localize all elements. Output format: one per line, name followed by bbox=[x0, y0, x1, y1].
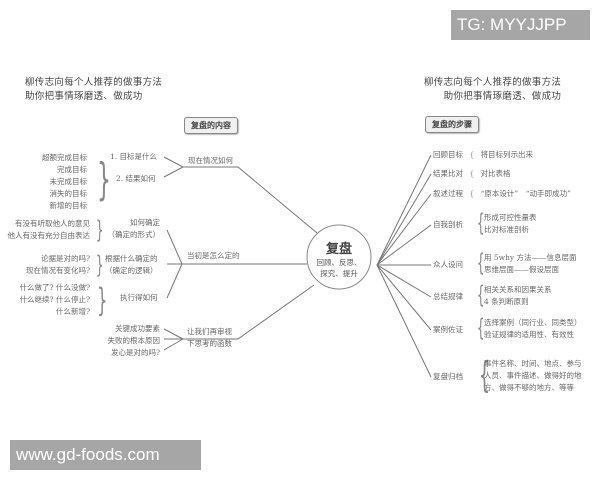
brace-icon: } bbox=[95, 251, 104, 279]
detail-item: 什么新增? bbox=[55, 307, 90, 316]
watermark-top-right: TG: MYYJJPP bbox=[451, 10, 590, 40]
left-branch-2-child-1-details: 有没有听取他人的意见 他人有没有充分自由表达 bbox=[5, 218, 91, 242]
left-branch-2-child-3-details: 什么做了? 什么没做? 什么继续? 什么停止? 什么新增? bbox=[5, 282, 90, 318]
detail-item: 有没有听取他人的意见 bbox=[15, 219, 90, 228]
center-sub1: 回顾、反思、 bbox=[316, 258, 362, 267]
branch-label: 结果比对 bbox=[433, 169, 463, 178]
center-circle bbox=[306, 224, 372, 290]
right-heading-line1: 柳传志向每个人推荐的做事方法 bbox=[424, 77, 562, 88]
detail-item: 什么继续? 什么停止? bbox=[19, 295, 90, 304]
left-branch-2-child-1: 如何确定 （确定的形式） bbox=[100, 217, 161, 241]
child-item: 发心是对的吗? bbox=[110, 348, 160, 357]
center-title: 复盘 bbox=[325, 242, 352, 257]
right-section-title: 复盘的步骤 bbox=[425, 116, 479, 133]
left-branch-3-children: 关键成功要素 失败的根本原因 发心是对的吗? bbox=[80, 323, 161, 359]
child-item: 关键成功要素 bbox=[115, 324, 160, 333]
detail-item: 未完成目标 bbox=[49, 177, 88, 186]
right-branch-7-details: 选择案例（同行业、同类型） 验证规律的适用性、有效性 bbox=[484, 317, 582, 341]
detail-item: 新增的目标 bbox=[49, 201, 88, 210]
brace-icon: } bbox=[95, 216, 104, 244]
branch-label-line2: 下思考的函数 bbox=[187, 339, 232, 348]
child-label: 如何确定 bbox=[130, 218, 160, 227]
detail-item: 形成可控性量表 bbox=[484, 213, 537, 222]
detail-item: 思维层面——假设层面 bbox=[484, 265, 559, 274]
detail-item: “原本设计” “动手即成功” bbox=[480, 189, 571, 198]
branch-label: 叙述过程 bbox=[433, 189, 463, 198]
left-branch-1-child-2: 2. 结果如何 bbox=[116, 174, 156, 183]
center-sub2: 探究、提升 bbox=[320, 269, 358, 278]
detail-item: 对比表格 bbox=[480, 169, 511, 178]
center-node: 复盘 回顾、反思、 探究、提升 bbox=[307, 238, 371, 279]
child-label: 根据什么确定的 bbox=[105, 254, 158, 263]
child-sublabel: （确定的形式） bbox=[107, 230, 161, 239]
brace-icon: } bbox=[97, 281, 108, 319]
child-item: 失败的根本原因 bbox=[107, 336, 161, 345]
watermark-bottom-left: www.gd-foods.com bbox=[10, 440, 201, 470]
left-branch-2-label: 当初是怎么定的 bbox=[187, 251, 240, 260]
brace-icon: { bbox=[469, 189, 475, 198]
brace-icon: { bbox=[476, 209, 485, 237]
left-branch-3-label: 让我们再审视 下思考的函数 bbox=[187, 326, 232, 350]
detail-item: 什么做了? 什么没做? bbox=[19, 283, 90, 292]
right-branch-8-details: 事件名称、时间、地点、参与 人员、事件描述、做得好的地 方、做得不够的地方、等等 bbox=[484, 358, 582, 394]
detail-item: 比对标准剖析 bbox=[484, 225, 529, 234]
brace-icon: { bbox=[476, 281, 485, 309]
right-branch-5-label: 众人设问 bbox=[433, 260, 463, 269]
detail-item: 用 5why 方法——信息层面 bbox=[484, 253, 577, 262]
left-section-title: 复盘的内容 bbox=[184, 117, 238, 134]
brace-icon: } bbox=[97, 154, 111, 205]
left-heading-line1: 柳传志向每个人推荐的做事方法 bbox=[25, 77, 163, 88]
branch-label: 回顾目标 bbox=[433, 150, 463, 159]
detail-item: 方、做得不够的地方、等等 bbox=[484, 383, 574, 392]
left-heading-line2: 助你把事情琢磨透、做成功 bbox=[25, 91, 143, 102]
detail-item: 他人有没有充分自由表达 bbox=[7, 231, 91, 240]
detail-item: 将目标列示出来 bbox=[480, 150, 534, 159]
detail-item: 超额完成目标 bbox=[42, 153, 87, 162]
branch-label-line1: 让我们再审视 bbox=[187, 327, 232, 336]
right-branch-3: 叙述过程 { “原本设计” “动手即成功” bbox=[433, 188, 571, 200]
detail-item: 现在情况有变化吗? bbox=[25, 266, 90, 275]
right-branch-6-label: 总结规律 bbox=[433, 292, 463, 301]
detail-item: 完成目标 bbox=[57, 165, 87, 174]
brace-icon: { bbox=[469, 150, 475, 159]
brace-icon: { bbox=[476, 314, 485, 342]
left-heading: 柳传志向每个人推荐的做事方法 助你把事情琢磨透、做成功 bbox=[25, 76, 162, 104]
left-branch-2-child-2-details: 论据是对的吗? 现在情况有变化吗? bbox=[5, 253, 90, 277]
left-branch-1-child-1: 1. 目标是什么 bbox=[110, 152, 158, 161]
child-sublabel: （确定的逻辑） bbox=[105, 266, 158, 275]
detail-item: 事件名称、时间、地点、参与 bbox=[484, 359, 582, 368]
right-branch-4-details: 形成可控性量表 比对标准剖析 bbox=[484, 212, 537, 236]
right-branch-8-label: 复盘归档 bbox=[433, 372, 463, 381]
left-branch-2-child-2: 根据什么确定的 （确定的逻辑） bbox=[105, 253, 158, 277]
right-branch-1: 回顾目标 { 将目标列示出来 bbox=[433, 149, 533, 161]
right-heading-line2: 助你把事情琢磨透、做成功 bbox=[443, 91, 562, 102]
brace-icon: { bbox=[469, 169, 475, 178]
brace-icon: { bbox=[478, 355, 491, 396]
detail-item: 消失的目标 bbox=[49, 189, 88, 198]
right-branch-5-details: 用 5why 方法——信息层面 思维层面——假设层面 bbox=[484, 252, 577, 276]
detail-item: 相关关系和因果关系 bbox=[484, 285, 552, 294]
detail-item: 4 条判断原则 bbox=[484, 297, 529, 306]
right-branch-6-details: 相关关系和因果关系 4 条判断原则 bbox=[484, 284, 552, 308]
detail-item: 论据是对的吗? bbox=[40, 254, 90, 263]
detail-item: 人员、事件描述、做得好的地 bbox=[484, 371, 582, 380]
detail-item: 验证规律的适用性、有效性 bbox=[484, 330, 574, 339]
detail-item: 选择案例（同行业、同类型） bbox=[484, 318, 582, 327]
right-branch-7-label: 案例佐证 bbox=[433, 325, 463, 334]
left-branch-2-child-3: 执行得如何 bbox=[120, 293, 158, 302]
right-heading: 柳传志向每个人推荐的做事方法 助你把事情琢磨透、做成功 bbox=[424, 76, 561, 104]
left-branch-1-details: 超额完成目标 完成目标 未完成目标 消失的目标 新增的目标 bbox=[25, 152, 87, 212]
right-branch-2: 结果比对 { 对比表格 bbox=[433, 168, 511, 180]
left-branch-1-label: 现在情况如何 bbox=[188, 156, 233, 165]
brace-icon: { bbox=[476, 249, 485, 277]
right-branch-4-label: 自我剖析 bbox=[433, 220, 463, 229]
